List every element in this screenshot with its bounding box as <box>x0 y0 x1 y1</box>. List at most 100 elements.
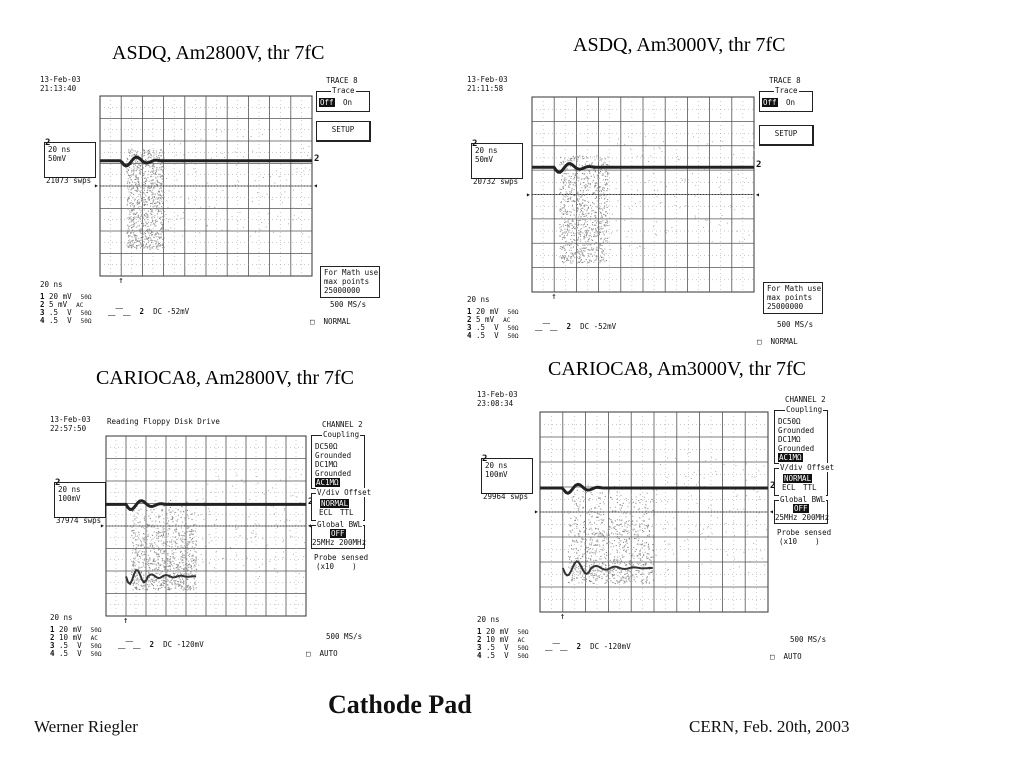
persistence-dot <box>158 530 160 532</box>
persistence-dot <box>581 209 583 211</box>
persistence-dot <box>644 525 646 527</box>
persistence-dot <box>606 534 608 536</box>
coupling-option[interactable]: AC1MΩ <box>778 453 803 462</box>
coupling-option[interactable]: DC50Ω <box>315 442 338 451</box>
coupling-option[interactable]: DC1MΩ <box>315 460 338 469</box>
trace-off-option[interactable]: Off <box>319 98 335 107</box>
setup-button[interactable]: SETUP <box>759 125 814 146</box>
persistence-dot <box>205 167 207 169</box>
persistence-dot <box>587 189 589 191</box>
persistence-dot <box>575 156 577 158</box>
persistence-dot <box>609 572 611 574</box>
persistence-dot <box>628 537 630 539</box>
coupling-option[interactable]: Grounded <box>315 451 352 460</box>
persistence-dot <box>161 178 163 180</box>
persistence-dot <box>134 234 136 236</box>
trace-on-option[interactable]: On <box>343 98 353 107</box>
persistence-dot <box>139 194 141 196</box>
normal-option[interactable]: NORMAL <box>320 499 350 508</box>
bwl-200mhz-option[interactable]: 200MHz <box>802 513 830 522</box>
ecl-option[interactable]: ECL <box>782 483 796 492</box>
persistence-dot <box>745 544 747 546</box>
persistence-dot <box>605 558 607 560</box>
persistence-dot <box>667 543 669 545</box>
persistence-dot <box>127 198 129 200</box>
persistence-dot <box>238 181 240 183</box>
bwl-200mhz-option[interactable]: 200MHz <box>339 538 367 547</box>
trace-off-option[interactable]: Off <box>762 98 778 107</box>
persistence-dot <box>562 255 564 257</box>
persistence-dot <box>689 452 691 453</box>
persistence-dot <box>155 234 157 236</box>
persistence-dot <box>156 545 158 547</box>
persistence-dot <box>168 524 170 526</box>
ttl-option[interactable]: TTL <box>803 483 817 492</box>
persistence-dot <box>142 192 144 194</box>
coupling-option[interactable]: AC1MΩ <box>315 478 340 487</box>
persistence-dot <box>190 550 192 552</box>
persistence-dot <box>185 537 187 539</box>
bwl-25mhz-option[interactable]: 25MHz <box>775 513 798 522</box>
persistence-dot <box>147 158 149 160</box>
persistence-dot <box>583 158 585 160</box>
persistence-dot <box>605 230 607 232</box>
channel-coupling: AC <box>76 302 84 309</box>
setup-button[interactable]: SETUP <box>316 121 371 142</box>
coupling-option[interactable]: DC1MΩ <box>778 435 801 444</box>
persistence-dot <box>156 245 158 247</box>
ttl-option[interactable]: TTL <box>340 508 354 517</box>
bwl-off-option[interactable]: OFF <box>793 504 809 513</box>
persistence-dot <box>189 563 191 565</box>
persistence-dot <box>630 494 632 496</box>
persistence-dot <box>161 212 163 214</box>
persistence-dot <box>646 579 648 581</box>
persistence-dot <box>614 559 616 561</box>
persistence-dot <box>185 538 187 540</box>
persistence-dot <box>580 541 582 543</box>
bwl-off-option[interactable]: OFF <box>330 529 346 538</box>
persistence-dot <box>152 182 154 184</box>
persistence-dot <box>176 218 178 220</box>
trace-on-option[interactable]: On <box>786 98 796 107</box>
persistence-dot <box>259 229 261 231</box>
persistence-dot <box>583 238 585 240</box>
coupling-option[interactable]: DC50Ω <box>778 417 801 426</box>
persistence-dot <box>136 152 138 154</box>
persistence-dot <box>170 540 172 542</box>
persistence-dot <box>707 535 709 537</box>
persistence-dot <box>182 521 184 523</box>
persistence-dot <box>638 500 640 502</box>
normal-option[interactable]: NORMAL <box>783 474 813 483</box>
persistence-dot <box>573 255 575 257</box>
persistence-dot <box>604 556 606 558</box>
bwl-25mhz-option[interactable]: 25MHz <box>312 538 335 547</box>
ecl-option[interactable]: ECL <box>319 508 333 517</box>
persistence-dot <box>687 453 689 455</box>
persistence-dot <box>148 564 150 566</box>
persistence-dot <box>194 550 196 552</box>
persistence-dot <box>180 516 182 518</box>
persistence-dot <box>577 194 579 196</box>
coupling-option[interactable]: Grounded <box>778 426 815 435</box>
persistence-dot <box>135 230 137 232</box>
coupling-option[interactable]: Grounded <box>778 444 815 453</box>
persistence-dot <box>153 164 155 166</box>
scope-timebase: 20 ns <box>50 613 73 622</box>
persistence-dot <box>134 160 136 162</box>
persistence-dot <box>129 155 131 157</box>
persistence-dot <box>161 548 163 550</box>
persistence-dot <box>269 548 271 549</box>
persistence-dot <box>282 541 284 543</box>
persistence-dot <box>563 247 565 249</box>
persistence-dot <box>599 492 601 494</box>
coupling-option[interactable]: Grounded <box>315 469 352 478</box>
